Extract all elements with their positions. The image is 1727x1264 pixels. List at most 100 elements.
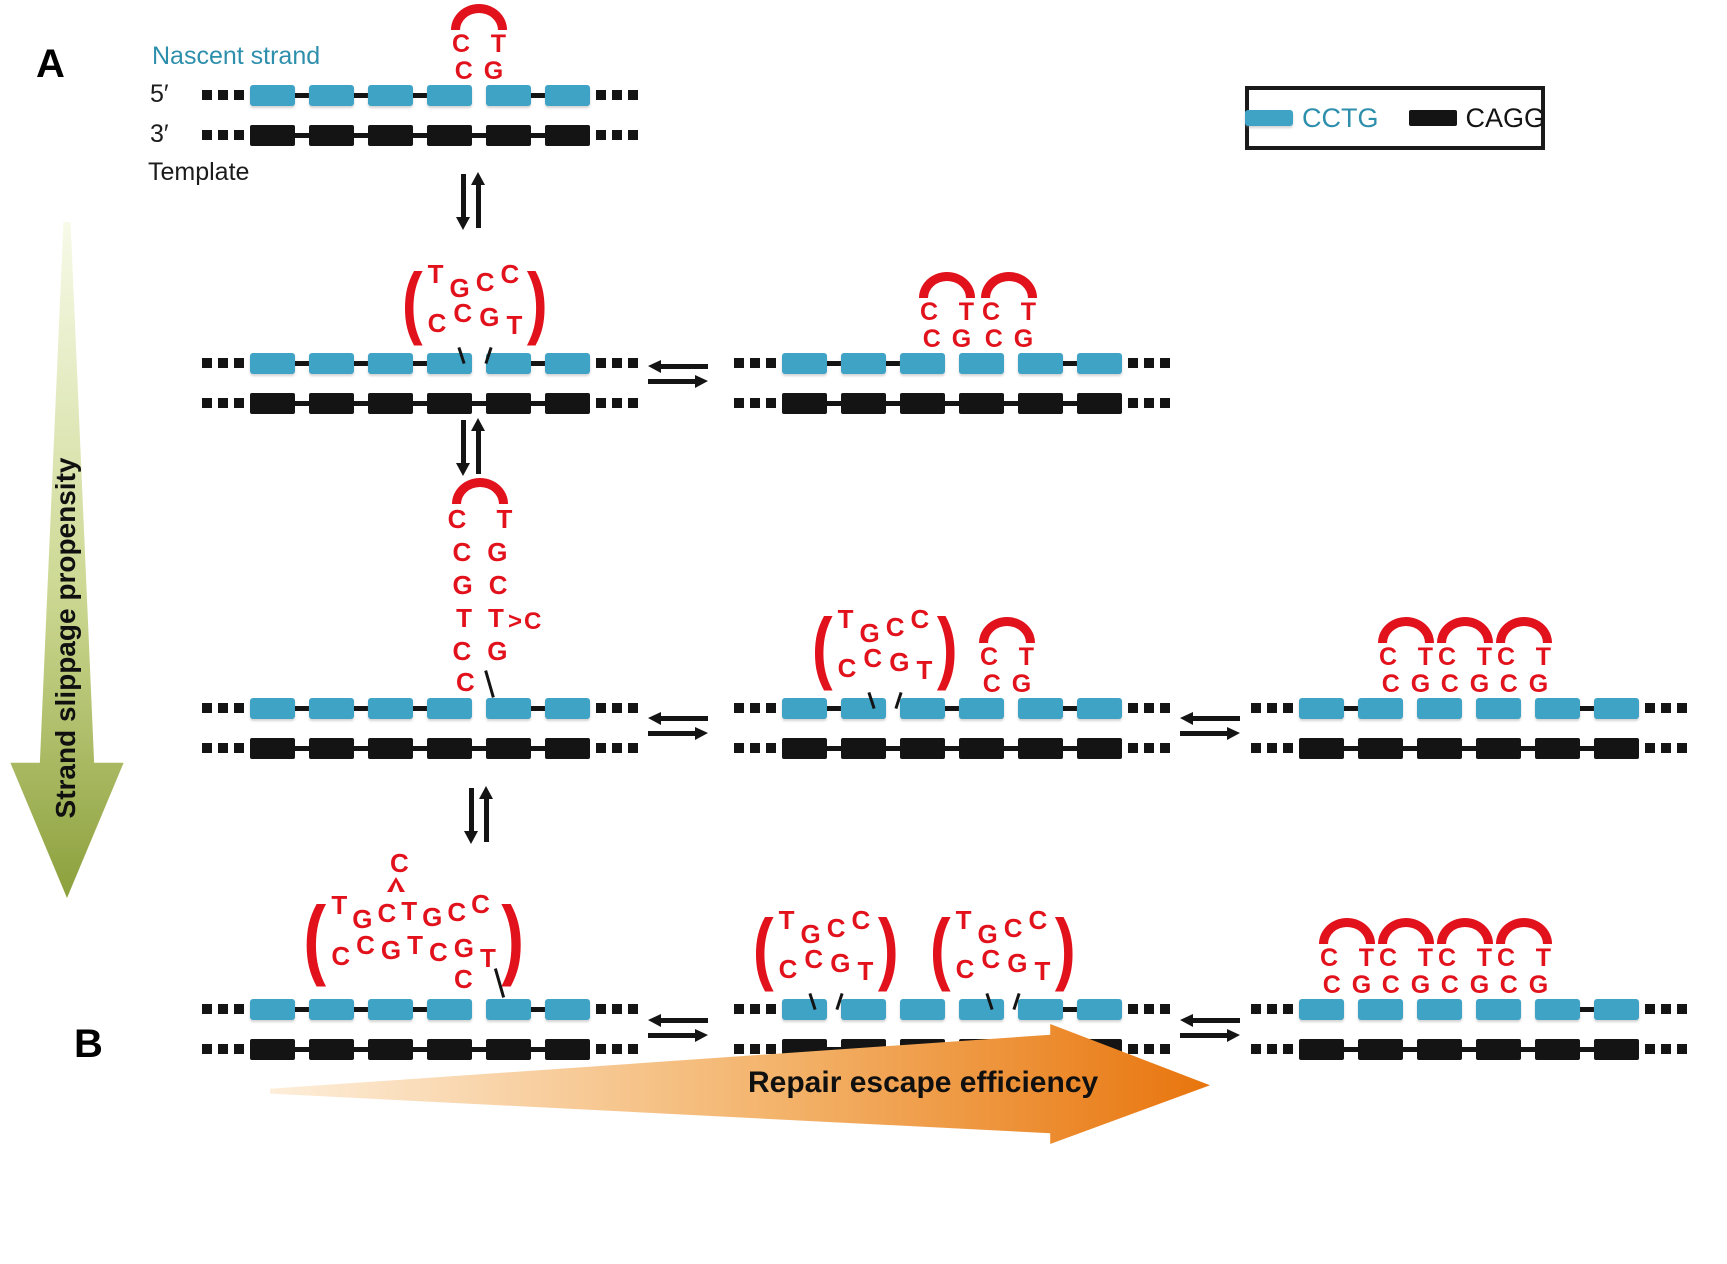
three-prime-label: 3′	[150, 120, 169, 148]
cagg-repeat-block	[427, 392, 472, 414]
cctg-repeat-block	[250, 697, 295, 719]
cagg-repeat-block	[1018, 392, 1063, 414]
dot	[766, 398, 776, 408]
cctg-repeat-block	[782, 998, 827, 1020]
hairpin-arc	[1319, 918, 1375, 944]
template-strand	[196, 737, 644, 759]
backbone-connector	[886, 745, 900, 751]
dot	[1283, 703, 1293, 713]
five-prime-label: 5′	[150, 80, 169, 108]
dot	[734, 358, 744, 368]
cctg-repeat-block	[1535, 998, 1580, 1020]
backbone-connector	[413, 92, 427, 98]
equilibrium-arrow-horizontal-row4b	[1180, 1014, 1240, 1042]
dot	[1267, 743, 1277, 753]
equilibrium-arrow-horizontal-row4a	[648, 1014, 708, 1042]
cagg-repeat-block	[309, 124, 354, 146]
nucleotide-letter: C	[1381, 670, 1400, 698]
backbone-connector	[295, 360, 309, 366]
dot	[1128, 1004, 1138, 1014]
cctg-repeat-block	[486, 84, 531, 106]
dot	[750, 703, 760, 713]
dot	[234, 398, 244, 408]
cctg-repeat-block	[841, 998, 886, 1020]
nucleotide-letter: C	[826, 913, 846, 943]
dot	[1645, 703, 1655, 713]
dot	[1251, 743, 1261, 753]
loop-paren-open: (	[752, 903, 774, 992]
dot	[1677, 1044, 1687, 1054]
dot	[218, 90, 228, 100]
cagg-repeat-block	[1417, 737, 1462, 759]
cagg-repeat-block	[427, 124, 472, 146]
dot	[1128, 398, 1138, 408]
nucleotide-letter: C	[475, 267, 495, 297]
equilibrium-arrow-vertical-1	[452, 172, 490, 230]
nucleotide-letter: T	[955, 905, 972, 935]
dot	[1144, 398, 1154, 408]
nucleotide-letter: G	[1469, 971, 1490, 999]
dot	[596, 90, 606, 100]
nucleotide-letter: C	[454, 57, 473, 85]
nucleotide-letter: C	[922, 325, 941, 353]
nucleotide-letter: C	[377, 898, 397, 928]
dna-duplex-row2-left	[196, 352, 644, 414]
cctg-repeat-block	[1594, 697, 1639, 719]
nucleotide-letter: C	[1497, 944, 1516, 972]
cagg-repeat-block	[1535, 737, 1580, 759]
dot	[1267, 703, 1277, 713]
backbone-connector	[1004, 706, 1018, 711]
cagg-repeat-block	[309, 737, 354, 759]
nucleotide-letter: C	[1497, 643, 1516, 671]
template-strand	[196, 1038, 644, 1060]
backbone-connector	[354, 92, 368, 98]
loop-paren-close: )	[878, 903, 900, 992]
nucleotide-letter: C	[452, 537, 472, 567]
dot	[202, 1044, 212, 1054]
nucleotide-letter: C	[955, 954, 975, 984]
cctg-repeat-block	[959, 998, 1004, 1020]
nascent-strand	[196, 352, 644, 374]
dot	[1160, 1044, 1170, 1054]
backbone-connector	[413, 1046, 427, 1052]
right-harpoon	[648, 1029, 708, 1042]
cagg-repeat-block	[1535, 1038, 1580, 1060]
left-harpoon	[648, 712, 708, 725]
ellipsis-dots	[1128, 358, 1170, 368]
cctg-repeat-block	[309, 84, 354, 106]
cagg-repeat-block	[486, 1038, 531, 1060]
backbone-connector	[1521, 1046, 1535, 1052]
dot	[628, 1044, 638, 1054]
dot	[218, 1044, 228, 1054]
dot	[1128, 1044, 1138, 1054]
nucleotide-letter: C	[804, 944, 824, 974]
nucleotide-letter: G	[1410, 670, 1431, 698]
nascent-strand	[728, 998, 1176, 1020]
nucleotide-letter: C	[1438, 643, 1457, 671]
dot	[1251, 1044, 1261, 1054]
dot	[734, 1044, 744, 1054]
dot	[1267, 1004, 1277, 1014]
dot	[750, 398, 760, 408]
cctg-repeat-block	[368, 84, 413, 106]
template-strand	[728, 737, 1176, 759]
nucleotide-letter: C	[356, 930, 375, 960]
backbone-connector	[1004, 361, 1018, 366]
backbone-connector	[531, 132, 545, 138]
nascent-strand-label: Nascent strand	[152, 42, 321, 70]
cctg-repeat-block	[841, 352, 886, 374]
dot	[1128, 743, 1138, 753]
backbone-connector	[295, 400, 309, 406]
